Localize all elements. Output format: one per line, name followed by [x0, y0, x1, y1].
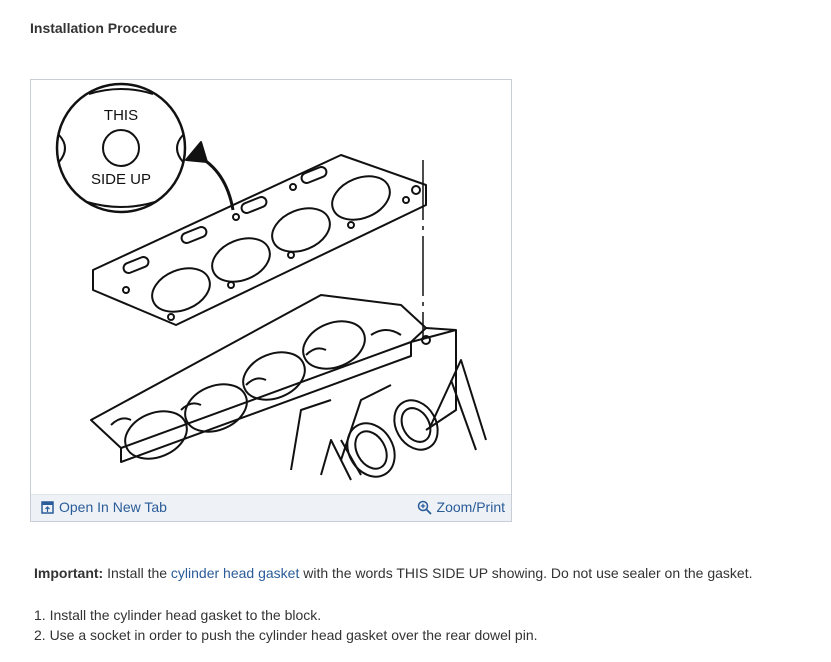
engine-block [90, 294, 487, 481]
important-note: Important: Install the cylinder head gas… [34, 565, 753, 581]
important-label: Important: [34, 565, 104, 581]
open-in-new-tab-icon [41, 500, 54, 514]
important-text-before: Install the [103, 565, 171, 581]
this-side-up-callout [55, 82, 187, 214]
zoom-in-icon [417, 500, 432, 515]
important-text-after: with the words THIS SIDE UP showing. Do … [299, 565, 753, 581]
cylinder-head-gasket-link[interactable]: cylinder head gasket [170, 565, 300, 581]
callout-top-text: THIS [104, 107, 138, 124]
figure-container: THIS SIDE UP Open In New Tab Zoom/Print [30, 79, 512, 522]
figure-footer: Open In New Tab Zoom/Print [31, 494, 511, 521]
step-item: 2. Use a socket in order to push the cyl… [34, 627, 538, 643]
gasket-diagram: THIS SIDE UP [55, 82, 487, 481]
section-title: Installation Procedure [30, 20, 178, 36]
open-in-new-tab-link[interactable]: Open In New Tab [41, 499, 167, 515]
open-in-new-tab-label: Open In New Tab [59, 499, 167, 515]
callout-bottom-text: SIDE UP [91, 171, 151, 188]
cylinder-head-gasket [92, 154, 427, 326]
step-item: 1. Install the cylinder head gasket to t… [34, 607, 322, 623]
zoom-print-link[interactable]: Zoom/Print [417, 499, 505, 515]
procedure-steps: 1. Install the cylinder head gasket to t… [34, 605, 538, 645]
zoom-print-label: Zoom/Print [436, 499, 505, 515]
